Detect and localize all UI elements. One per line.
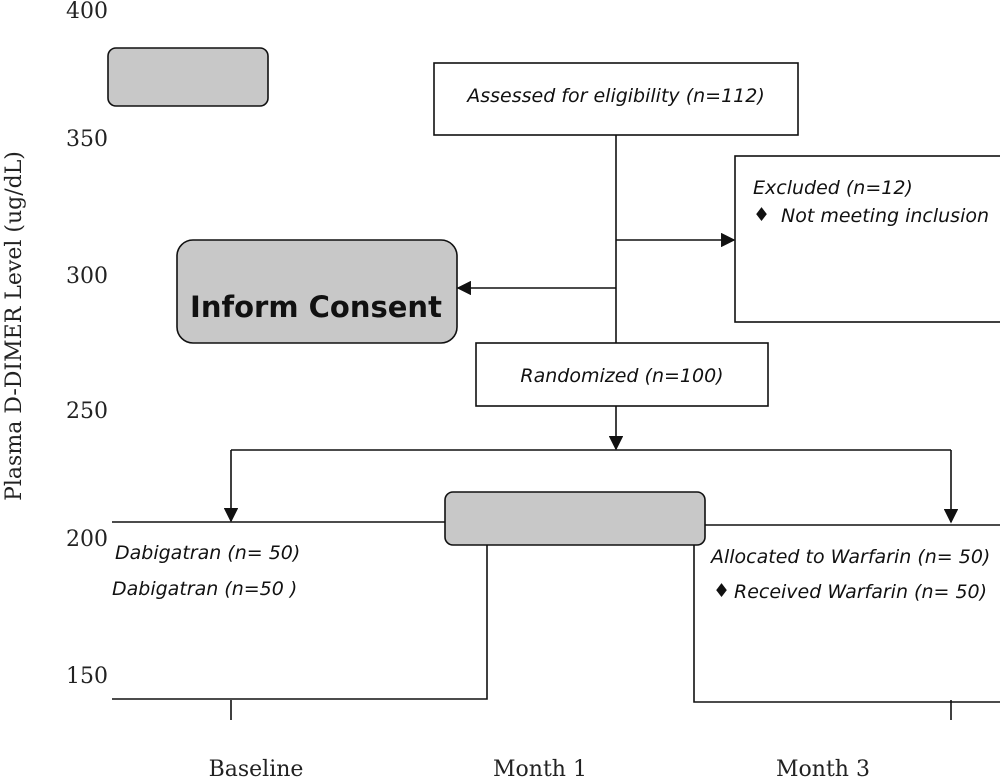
y-tick-400: 400 <box>66 0 108 24</box>
consent-box <box>176 239 458 344</box>
right-arm-line-2: Received Warfarin (n= 50) <box>734 581 987 603</box>
excluded-bullet-icon: ♦ <box>753 204 770 226</box>
left-arm-line-1: Dabigatran (n= 50) <box>115 542 300 564</box>
y-tick-150: 150 <box>66 664 108 689</box>
y-tick-250: 250 <box>66 399 108 424</box>
x-tick-month3: Month 3 <box>776 757 870 777</box>
right-arm-line-1: Allocated to Warfarin (n= 50) <box>709 546 990 568</box>
x-tick-month1: Month 1 <box>493 757 587 777</box>
left-arm-line-2: Dabigatran (n=50 ) <box>112 578 297 600</box>
left-arm-outline <box>112 521 488 700</box>
gray-box-top-left <box>107 47 269 107</box>
assessed-box <box>433 62 799 136</box>
assessed-label: Assessed for eligibility (n=112) <box>465 85 765 107</box>
y-tick-300: 300 <box>66 264 108 289</box>
excluded-box <box>734 155 1000 323</box>
y-tick-200: 200 <box>66 527 108 552</box>
excluded-title: Excluded (n=12) <box>753 177 913 199</box>
consent-label: Inform Consent <box>190 290 442 324</box>
randomized-label: Randomized (n=100) <box>520 365 723 387</box>
y-axis-label: Plasma D-DIMER Level (ug/dL) <box>2 151 27 501</box>
x-tick-baseline: Baseline <box>209 757 304 777</box>
excluded-bullet-text: Not meeting inclusion <box>781 205 989 227</box>
right-arm-outline <box>693 524 1000 703</box>
y-tick-350: 350 <box>66 127 108 152</box>
right-arm-bullet-icon: ♦ <box>713 580 730 602</box>
randomized-box <box>475 342 769 407</box>
gray-box-middle <box>444 491 706 546</box>
